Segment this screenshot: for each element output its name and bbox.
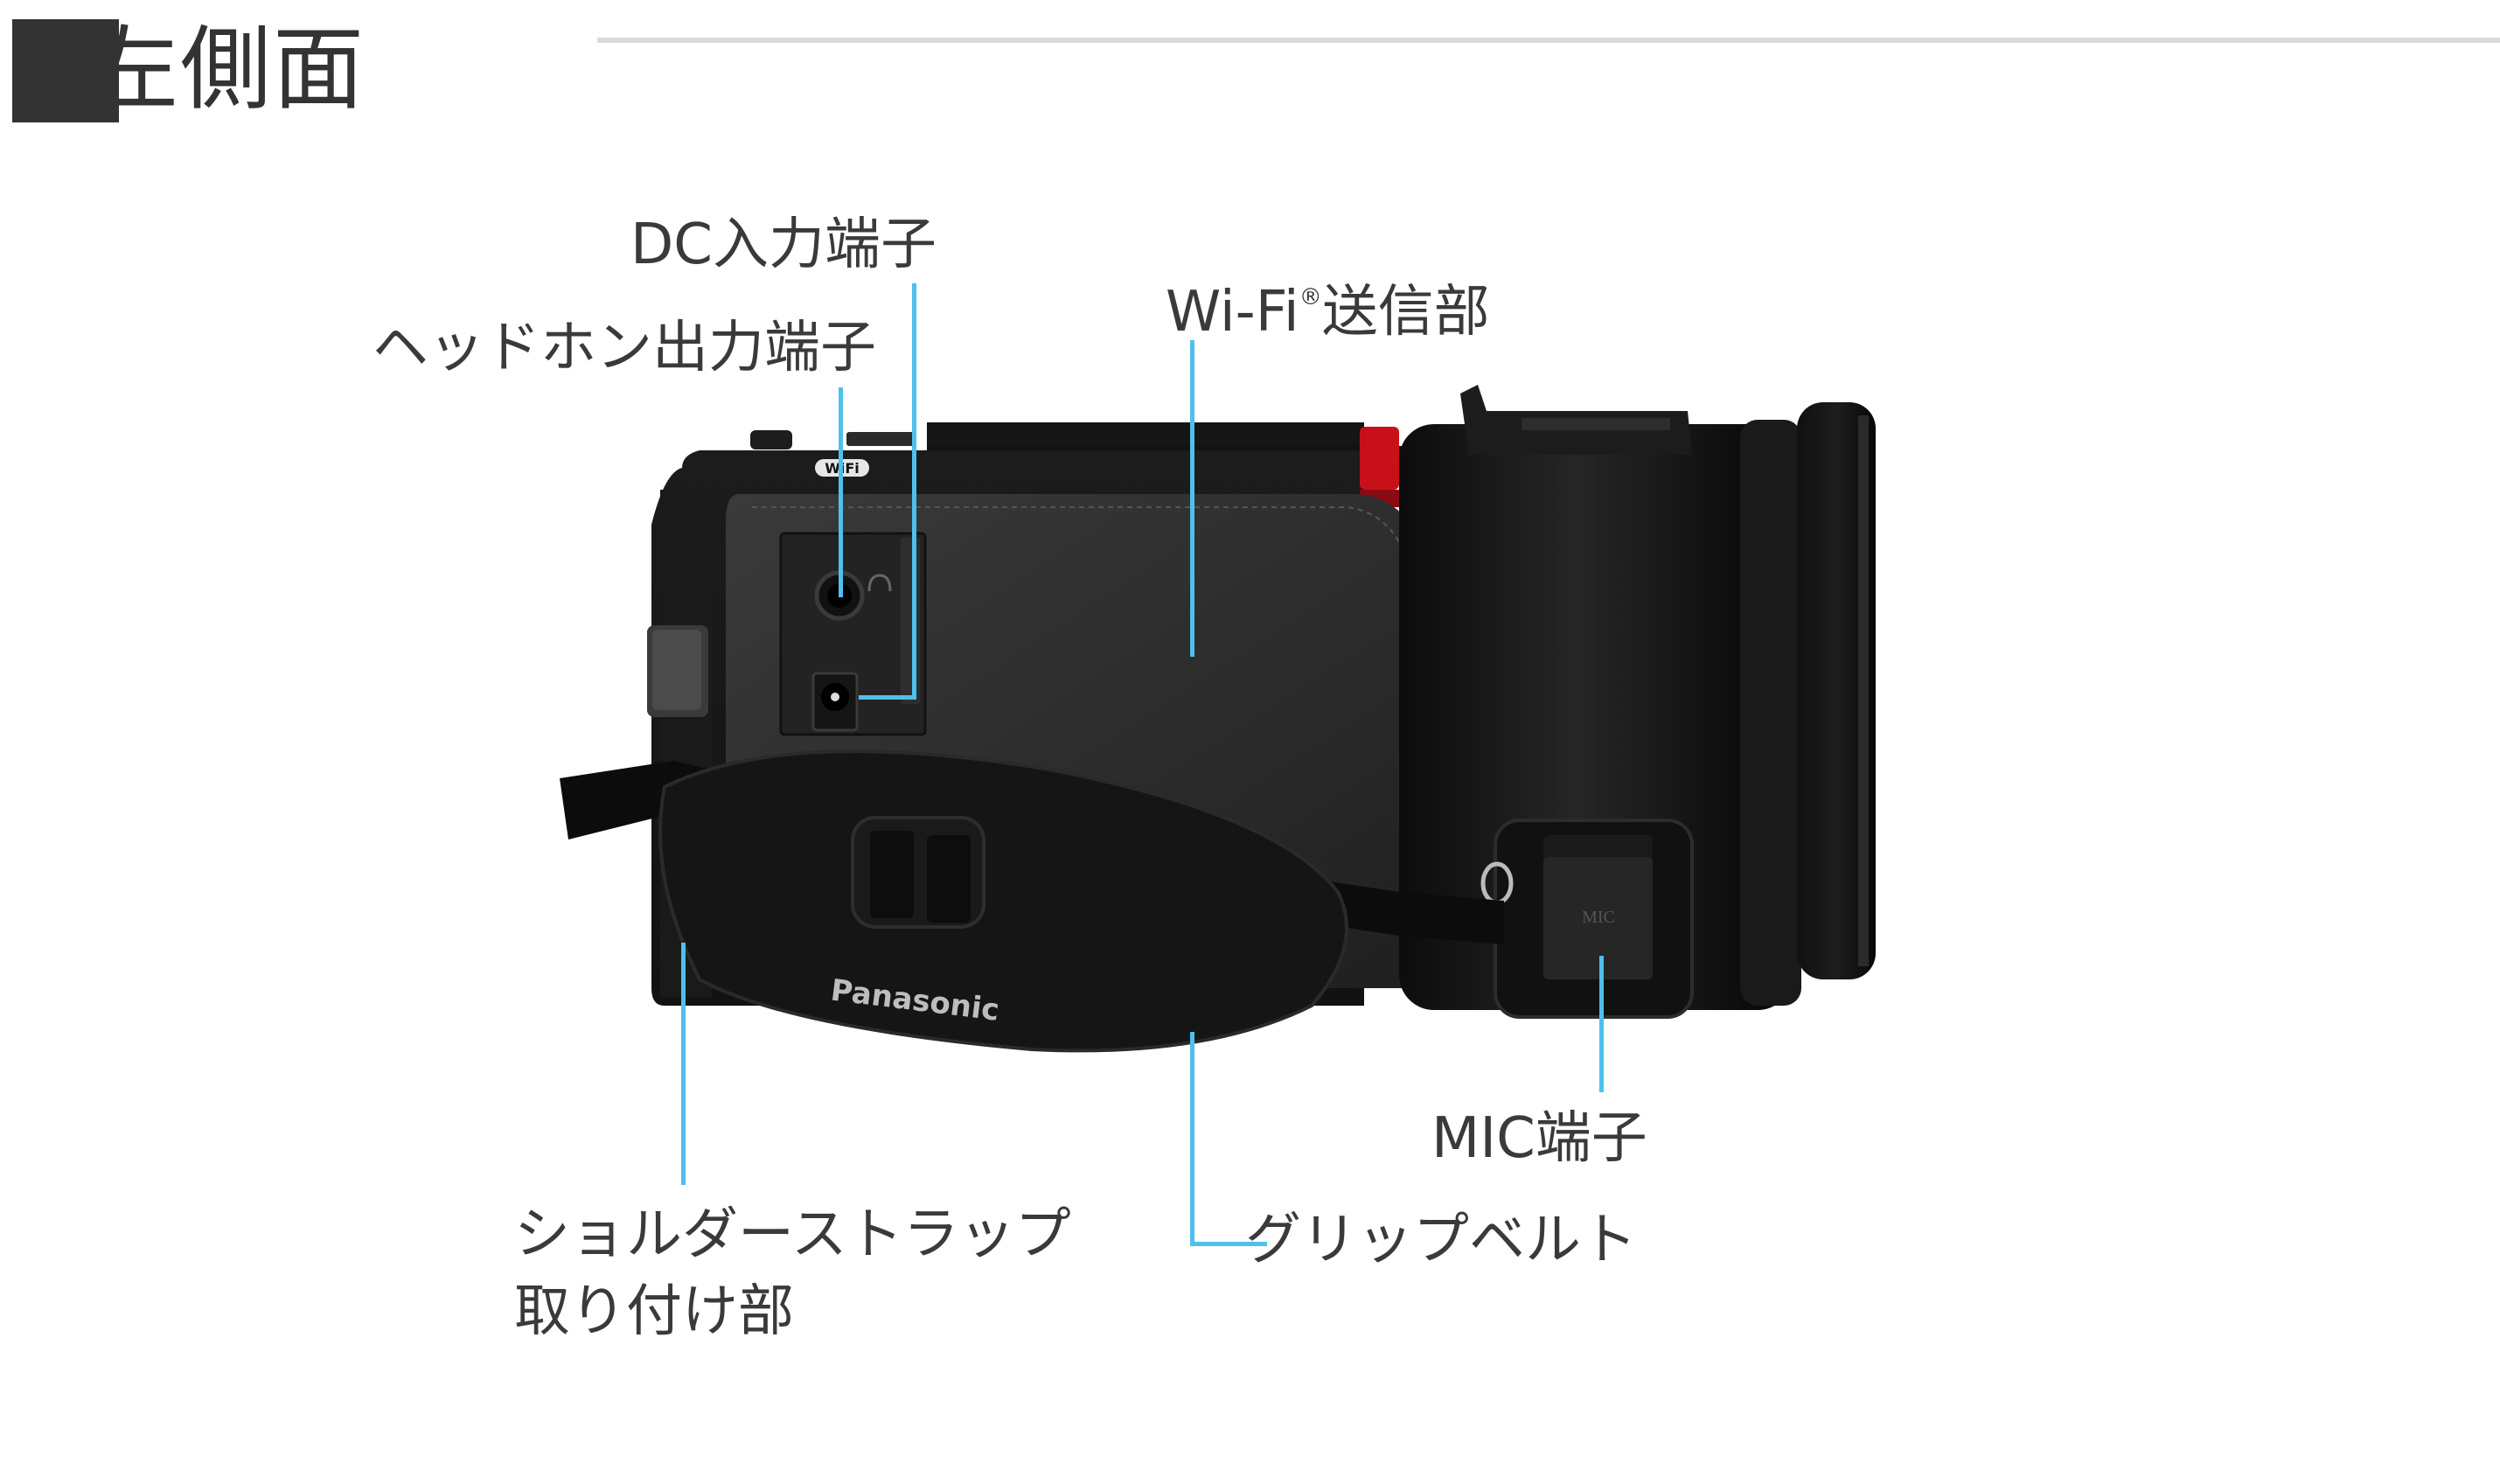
leader-dc-horizontal [859,695,916,700]
leader-shoulder-strap [681,943,686,1185]
label-dc-input-terminal: DC入力端子 [630,212,937,277]
label-shoulder-strap-line1: ショルダーストラップ [514,1202,1071,1267]
page-title: 左側面 [87,16,366,122]
title-divider [597,38,2500,43]
leader-grip-vertical [1190,1032,1194,1246]
grip-belt: Panasonic [560,749,1504,1053]
label-mic-terminal: MIC端子 [1431,1106,1647,1171]
label-headphone-output-terminal: ヘッドホン出力端子 [373,316,876,380]
label-wifi-prefix: Wi-Fi [1166,280,1299,345]
label-grip-belt: グリップベルト [1245,1208,1637,1272]
label-wifi-transmitter: Wi-Fi®送信部 [1166,262,1490,347]
label-shoulder-strap-line2: 取り付け部 [514,1279,794,1344]
registered-mark: ® [1299,284,1322,310]
leader-headphone [839,387,843,597]
title-marker-square [12,19,119,122]
leader-dc-vertical [912,283,916,700]
svg-text:MIC: MIC [1582,908,1615,927]
mic-terminal-cover: MIC [1494,819,1694,1019]
leader-grip-horizontal [1190,1242,1267,1246]
leader-wifi [1190,340,1194,657]
leader-mic [1599,956,1604,1092]
label-wifi-suffix: 送信部 [1321,280,1490,345]
